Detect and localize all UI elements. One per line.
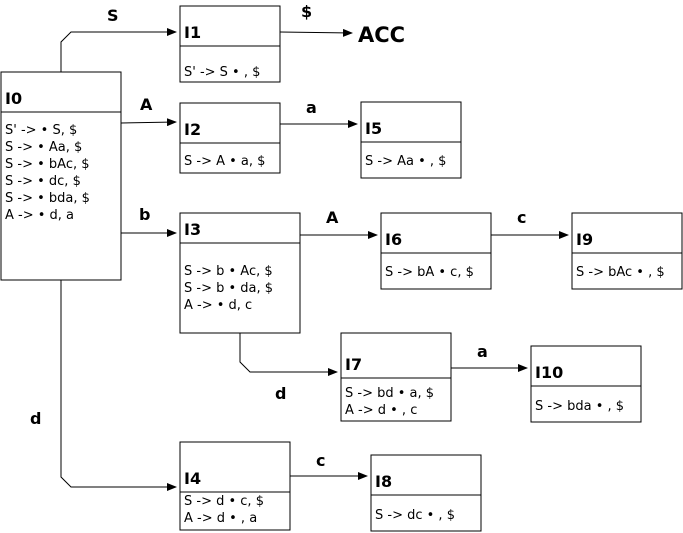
lr-item: S -> • dc, $ bbox=[5, 174, 81, 189]
lr-item: S -> • Aa, $ bbox=[5, 140, 82, 155]
transition-label: d bbox=[275, 384, 286, 403]
transition-label: S bbox=[107, 6, 119, 25]
state-box bbox=[0, 71, 122, 281]
transition-label: a bbox=[477, 342, 488, 361]
state-box bbox=[179, 212, 301, 334]
state-box bbox=[571, 212, 683, 290]
lr-item: A -> d • , a bbox=[184, 511, 257, 526]
lr-item: S -> bAc • , $ bbox=[576, 265, 665, 280]
state-title: I8 bbox=[375, 472, 392, 491]
state-box bbox=[179, 5, 281, 83]
lr-item: S' -> • S, $ bbox=[5, 123, 77, 138]
state-i8: I8 S -> dc • , $ bbox=[370, 454, 482, 532]
state-i3: I3 S -> b • Ac, $ S -> b • da, $ A -> • d, … bbox=[179, 212, 301, 334]
state-title: I9 bbox=[576, 230, 593, 249]
lr-item: S -> dc • , $ bbox=[375, 508, 455, 523]
lr-item: S' -> S • , $ bbox=[184, 65, 260, 80]
state-i6: I6 S -> bA • c, $ bbox=[380, 212, 492, 290]
state-box bbox=[179, 441, 291, 531]
lr-item: A -> • d, c bbox=[184, 298, 252, 313]
lr-item: A -> • d, a bbox=[5, 208, 74, 223]
lr-item: S -> bd • a, $ bbox=[345, 386, 434, 401]
state-title: I4 bbox=[184, 469, 201, 488]
transition-label: $ bbox=[301, 2, 312, 21]
lr-item: S -> d • c, $ bbox=[184, 494, 264, 509]
lr-item: S -> bA • c, $ bbox=[385, 265, 474, 280]
state-box bbox=[360, 101, 462, 179]
state-i10: I10 S -> bda • , $ bbox=[530, 345, 642, 423]
transition-arrow-i0-i2 bbox=[120, 118, 177, 127]
state-i4: I4 S -> d • c, $ A -> d • , a bbox=[179, 441, 291, 531]
state-title: I0 bbox=[5, 89, 22, 108]
state-i9: I9 S -> bAc • , $ bbox=[571, 212, 683, 290]
state-title: I6 bbox=[385, 230, 402, 249]
state-title: I5 bbox=[365, 119, 382, 138]
lr-item: S -> b • da, $ bbox=[184, 281, 273, 296]
accept-label: ACC bbox=[358, 23, 405, 47]
state-box bbox=[380, 212, 492, 290]
transition-label: A bbox=[140, 95, 153, 114]
state-title: I10 bbox=[535, 363, 563, 382]
transition-label: A bbox=[326, 208, 339, 227]
lr-item: S -> A • a, $ bbox=[184, 154, 265, 169]
state-i7: I7 S -> bd • a, $ A -> d • , c bbox=[340, 332, 452, 422]
lr-item: S -> b • Ac, $ bbox=[184, 264, 273, 279]
state-box bbox=[530, 345, 642, 423]
state-box bbox=[179, 102, 281, 174]
state-title: I1 bbox=[184, 23, 201, 42]
state-title: I7 bbox=[345, 355, 362, 374]
transition-arrow-i3-i7 bbox=[239, 333, 338, 376]
state-box bbox=[340, 332, 452, 422]
state-i1: I1 S' -> S • , $ bbox=[179, 5, 281, 83]
state-i0: I0 S' -> • S, $ S -> • Aa, $ S -> • bAc, $ S… bbox=[0, 71, 122, 281]
state-title: I2 bbox=[184, 120, 201, 139]
transition-label: c bbox=[517, 208, 526, 227]
state-box bbox=[370, 454, 482, 532]
transition-arrow-i1-acc bbox=[279, 28, 353, 37]
lr-item: S -> • bAc, $ bbox=[5, 157, 90, 172]
state-i5: I5 S -> Aa • , $ bbox=[360, 101, 462, 179]
transition-arrow-i0-i1 bbox=[60, 28, 177, 72]
state-title: I3 bbox=[184, 220, 201, 239]
transition-arrow-i0-i4 bbox=[60, 280, 177, 491]
lr-item: S -> Aa • , $ bbox=[365, 154, 446, 169]
transition-label: b bbox=[139, 205, 150, 224]
transition-label: a bbox=[306, 98, 317, 117]
transition-label: d bbox=[30, 409, 41, 428]
state-i2: I2 S -> A • a, $ bbox=[179, 102, 281, 174]
lr-item: S -> bda • , $ bbox=[535, 399, 624, 414]
transition-label: c bbox=[316, 451, 325, 470]
lr-item: S -> • bda, $ bbox=[5, 191, 90, 206]
lr-item: A -> d • , c bbox=[345, 403, 417, 418]
